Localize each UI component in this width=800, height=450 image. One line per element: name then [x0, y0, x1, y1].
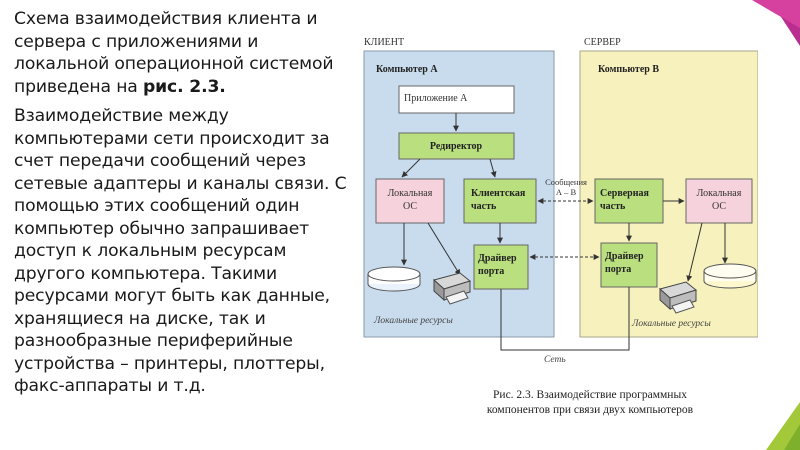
arrow-redirector-to-local-os — [401, 158, 421, 178]
driver-server-label-1: Драйвер — [605, 251, 644, 262]
printer-icon — [658, 281, 698, 314]
computer-b-label: Компьютер В — [598, 64, 659, 75]
application-a-box — [398, 85, 515, 114]
arrow-redirector-to-client-part — [489, 158, 497, 178]
client-part-label-1: Клиентская — [471, 188, 526, 199]
corner-decoration-bottom-accent — [784, 424, 800, 450]
server-part-label-1: Серверная — [600, 188, 650, 199]
local-os-client-label-1: Локальная — [388, 188, 433, 199]
client-part-label-2: часть — [471, 201, 497, 212]
paragraph-interaction: Взаимодействие между компьютерами сети п… — [14, 106, 347, 396]
figure-reference: рис. 2.3. — [143, 76, 226, 97]
driver-client-label-2: порта — [478, 266, 504, 277]
driver-server-box — [600, 242, 658, 288]
paragraph-intro-text: Схема взаимодействия клиента и сервера с… — [14, 9, 334, 97]
driver-server-label-2: порта — [605, 264, 631, 275]
local-resources-server-label: Локальные ресурсы — [631, 319, 711, 329]
client-part-box — [463, 178, 537, 224]
messages-label-2: А – В — [556, 187, 577, 197]
local-os-server-label-2: ОС — [712, 201, 726, 212]
driver-client-box — [473, 244, 529, 290]
network-label: Сеть — [544, 355, 566, 365]
messages-label-1: Сообщения — [545, 177, 587, 187]
body-text: Схема взаимодействия клиента и сервера с… — [14, 8, 354, 398]
arrow-local-os-to-printer-server — [686, 222, 703, 282]
server-section-label: СЕРВЕР — [584, 37, 621, 48]
client-section-label: КЛИЕНТ — [364, 37, 404, 48]
figure-caption-line-2: компонентов при связи двух компьютеров — [486, 404, 694, 416]
local-os-server-box — [685, 178, 753, 224]
paragraph-intro: Схема взаимодействия клиента и сервера с… — [14, 8, 354, 98]
disk-icon — [367, 266, 421, 292]
computer-a-label: Компьютер А — [376, 64, 438, 75]
driver-client-label-1: Драйвер — [478, 253, 517, 264]
redirector-label: Редиректор — [430, 141, 483, 152]
local-resources-client-label: Локальные ресурсы — [373, 316, 453, 326]
application-a-label: Приложение А — [404, 93, 468, 104]
arrow-local-os-to-printer-client — [427, 222, 461, 276]
interaction-diagram: КЛИЕНТ СЕРВЕР Компьютер А Компьютер В Пр… — [362, 35, 758, 370]
figure-caption-line-1: Рис. 2.3. Взаимодействие программных — [493, 389, 687, 401]
network-line — [500, 287, 630, 351]
local-os-client-label-2: ОС — [403, 201, 417, 212]
figure-caption: Рис. 2.3. Взаимодействие программных ком… — [440, 388, 740, 418]
printer-icon — [432, 272, 472, 305]
local-os-client-box — [375, 178, 445, 224]
corner-decoration-top-accent — [752, 0, 800, 28]
disk-icon — [703, 263, 757, 289]
redirector-box — [398, 132, 515, 160]
local-os-server-label-1: Локальная — [697, 188, 742, 199]
server-part-label-2: часть — [600, 201, 626, 212]
